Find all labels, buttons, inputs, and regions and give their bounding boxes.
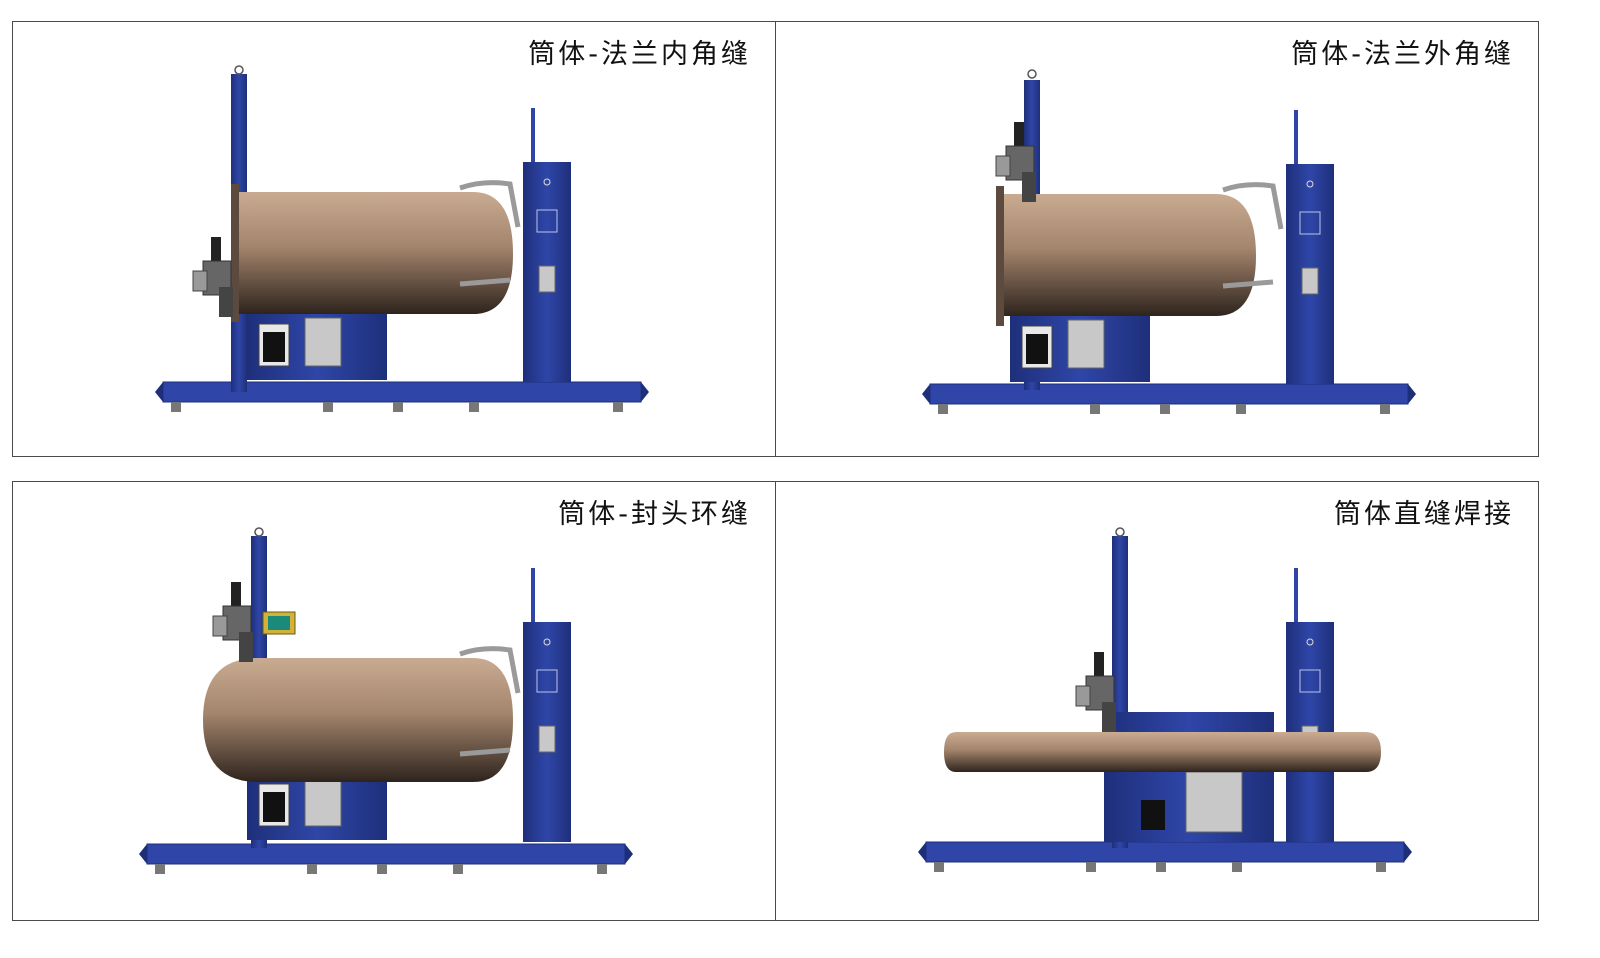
panel-flange-outer-fillet: 筒体-法兰外角缝 [775, 21, 1539, 457]
panel-longitudinal-seam: 筒体直缝焊接 [775, 481, 1539, 921]
panel-title: 筒体-封头环缝 [558, 499, 751, 530]
welding-machine-illustration [138, 527, 634, 875]
panel-title: 筒体直缝焊接 [1334, 499, 1514, 530]
welding-machine-illustration [917, 527, 1413, 873]
welding-machine-illustration [154, 65, 650, 413]
panel-title: 筒体-法兰内角缝 [528, 39, 751, 70]
welding-machine-illustration [921, 69, 1417, 415]
panel-title: 筒体-法兰外角缝 [1291, 39, 1514, 70]
panel-head-circumferential: 筒体-封头环缝 [12, 481, 776, 921]
panel-flange-inner-fillet: 筒体-法兰内角缝 [12, 21, 776, 457]
